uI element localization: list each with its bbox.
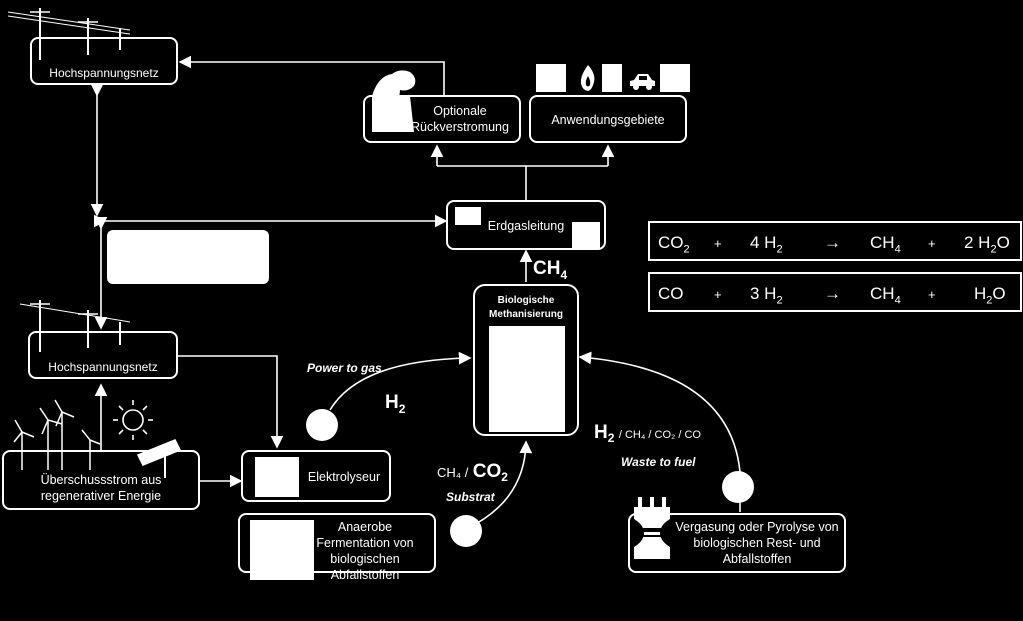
h2-label-main: H (385, 392, 399, 413)
fermentation-node: Anaerobe Fermentation von biologischen A… (238, 513, 436, 582)
car-icon (630, 74, 655, 90)
methanation-image (489, 326, 565, 432)
substrate-ch4: CH₄ / (437, 465, 469, 480)
eq2-product1-sub: 4 (894, 294, 901, 307)
fermentation-image (250, 520, 314, 580)
ch4-label-main: CH (533, 258, 561, 279)
eq1-reactant2-sub: 2 (776, 243, 783, 256)
gasification-label: Vergasung oder Pyrolyse von biologischen… (675, 520, 839, 566)
eq1-reactant1-main: CO (658, 233, 684, 252)
eq1-plus2: + (928, 236, 936, 251)
waste-h2-main: H (594, 422, 608, 443)
equation-2: CO + 3 H2 → CH4 + H2O (648, 272, 1022, 312)
eq2-plus1: + (714, 287, 722, 302)
waste-gases-label: H2 / CH₄ / CO₂ / CO (594, 422, 701, 445)
gas-grid-image-left (455, 207, 481, 225)
gasification-node: Vergasung oder Pyrolyse von biologischen… (628, 497, 846, 573)
eq1-product2-main: 2 H (964, 233, 991, 252)
equation-1: CO2 + 4 H2 → CH4 + 2 H2O (648, 221, 1022, 261)
application-icon-2 (602, 64, 622, 92)
h2-label: H2 (385, 392, 405, 416)
reactor-icon (634, 497, 670, 559)
methanation-label-1: Biologische (497, 295, 555, 306)
eq1-reactant2: 4 H2 (750, 233, 783, 255)
reconversion-node: Optionale Rückverstromung (363, 95, 521, 143)
eq1-plus1: + (714, 236, 722, 251)
eq2-product1-main: CH (870, 284, 895, 303)
methanation-label-2: Methanisierung (489, 309, 563, 320)
applications-node: Anwendungsgebiete (529, 95, 687, 143)
waste-h2-sub: 2 (607, 431, 615, 446)
reconversion-label: Optionale Rückverstromung (411, 104, 509, 134)
eq2-reactant2: 3 H2 (750, 284, 783, 306)
electrolyzer-image (255, 457, 299, 497)
eq2-reactant1: CO (658, 284, 684, 303)
eq1-product2-sub: 2 (990, 243, 997, 256)
eq1-arrow: → (824, 233, 841, 252)
eq2-product1: CH4 (870, 284, 901, 306)
gas-grid-image-right (572, 222, 600, 248)
grid-mid-label: Hochspannungsnetz (48, 360, 158, 374)
flame-icon (580, 65, 595, 91)
fermentation-label: Anaerobe Fermentation von biologischen A… (316, 520, 414, 582)
eq2-product2: H2O (974, 284, 1006, 306)
grid-top-label: Hochspannungsnetz (49, 66, 159, 80)
eq2-product2-main: H (974, 284, 987, 303)
eq1-reactant2-main: 4 H (750, 233, 777, 252)
electrolyzer-label: Elektrolyseur (307, 470, 381, 484)
substrate-co2-sub: 2 (501, 470, 508, 485)
power-plant-icon (372, 70, 416, 132)
application-icon-1 (536, 64, 566, 92)
power-to-gas-label: Power to gas (307, 361, 382, 375)
h2-label-sub: 2 (398, 401, 406, 416)
eq1-product2: 2 H2O (964, 233, 1010, 255)
grid-top-node: Hochspannungsnetz (30, 37, 178, 85)
application-icon-3 (660, 64, 690, 92)
ch4-label: CH4 (533, 258, 567, 282)
eq1-product2-tail: O (996, 233, 1010, 252)
gas-grid-node: Erdgasleitung (446, 200, 606, 250)
grid-mid-node: Hochspannungsnetz (28, 331, 178, 379)
surplus-power-label: Überschussstrom aus regenerativer Energi… (40, 473, 162, 503)
eq2-reactant2-main: 3 H (750, 284, 777, 303)
substrate-gases-label: CH₄ / CO2 (437, 461, 508, 484)
eq1-product1: CH4 (870, 233, 901, 255)
eq2-product2-tail: O (992, 284, 1006, 303)
gas-grid-label: Erdgasleitung (487, 219, 565, 233)
waste-gases-tail: / CH₄ / CO₂ / CO (618, 429, 701, 441)
surplus-power-node: Überschussstrom aus regenerativer Energi… (2, 450, 200, 510)
electrolyzer-node: Elektrolyseur (241, 450, 391, 502)
eq2-arrow: → (824, 284, 841, 303)
methanation-node: Biologische Methanisierung (473, 284, 579, 436)
eq2-reactant2-sub: 2 (776, 294, 783, 307)
eq2-product2-sub: 2 (986, 294, 993, 307)
eq2-plus2: + (928, 287, 936, 302)
eq1-product1-sub: 4 (894, 243, 901, 256)
substrate-co2-main: CO (472, 461, 502, 482)
applications-label: Anwendungsgebiete (551, 113, 665, 127)
eq1-product1-main: CH (870, 233, 895, 252)
ch4-label-sub: 4 (560, 267, 568, 282)
blank-panel (107, 230, 269, 284)
waste-to-fuel-label: Waste to fuel (621, 455, 696, 469)
substrat-label: Substrat (446, 490, 495, 504)
eq1-reactant1: CO2 (658, 233, 690, 255)
eq1-reactant1-sub: 2 (683, 243, 690, 256)
